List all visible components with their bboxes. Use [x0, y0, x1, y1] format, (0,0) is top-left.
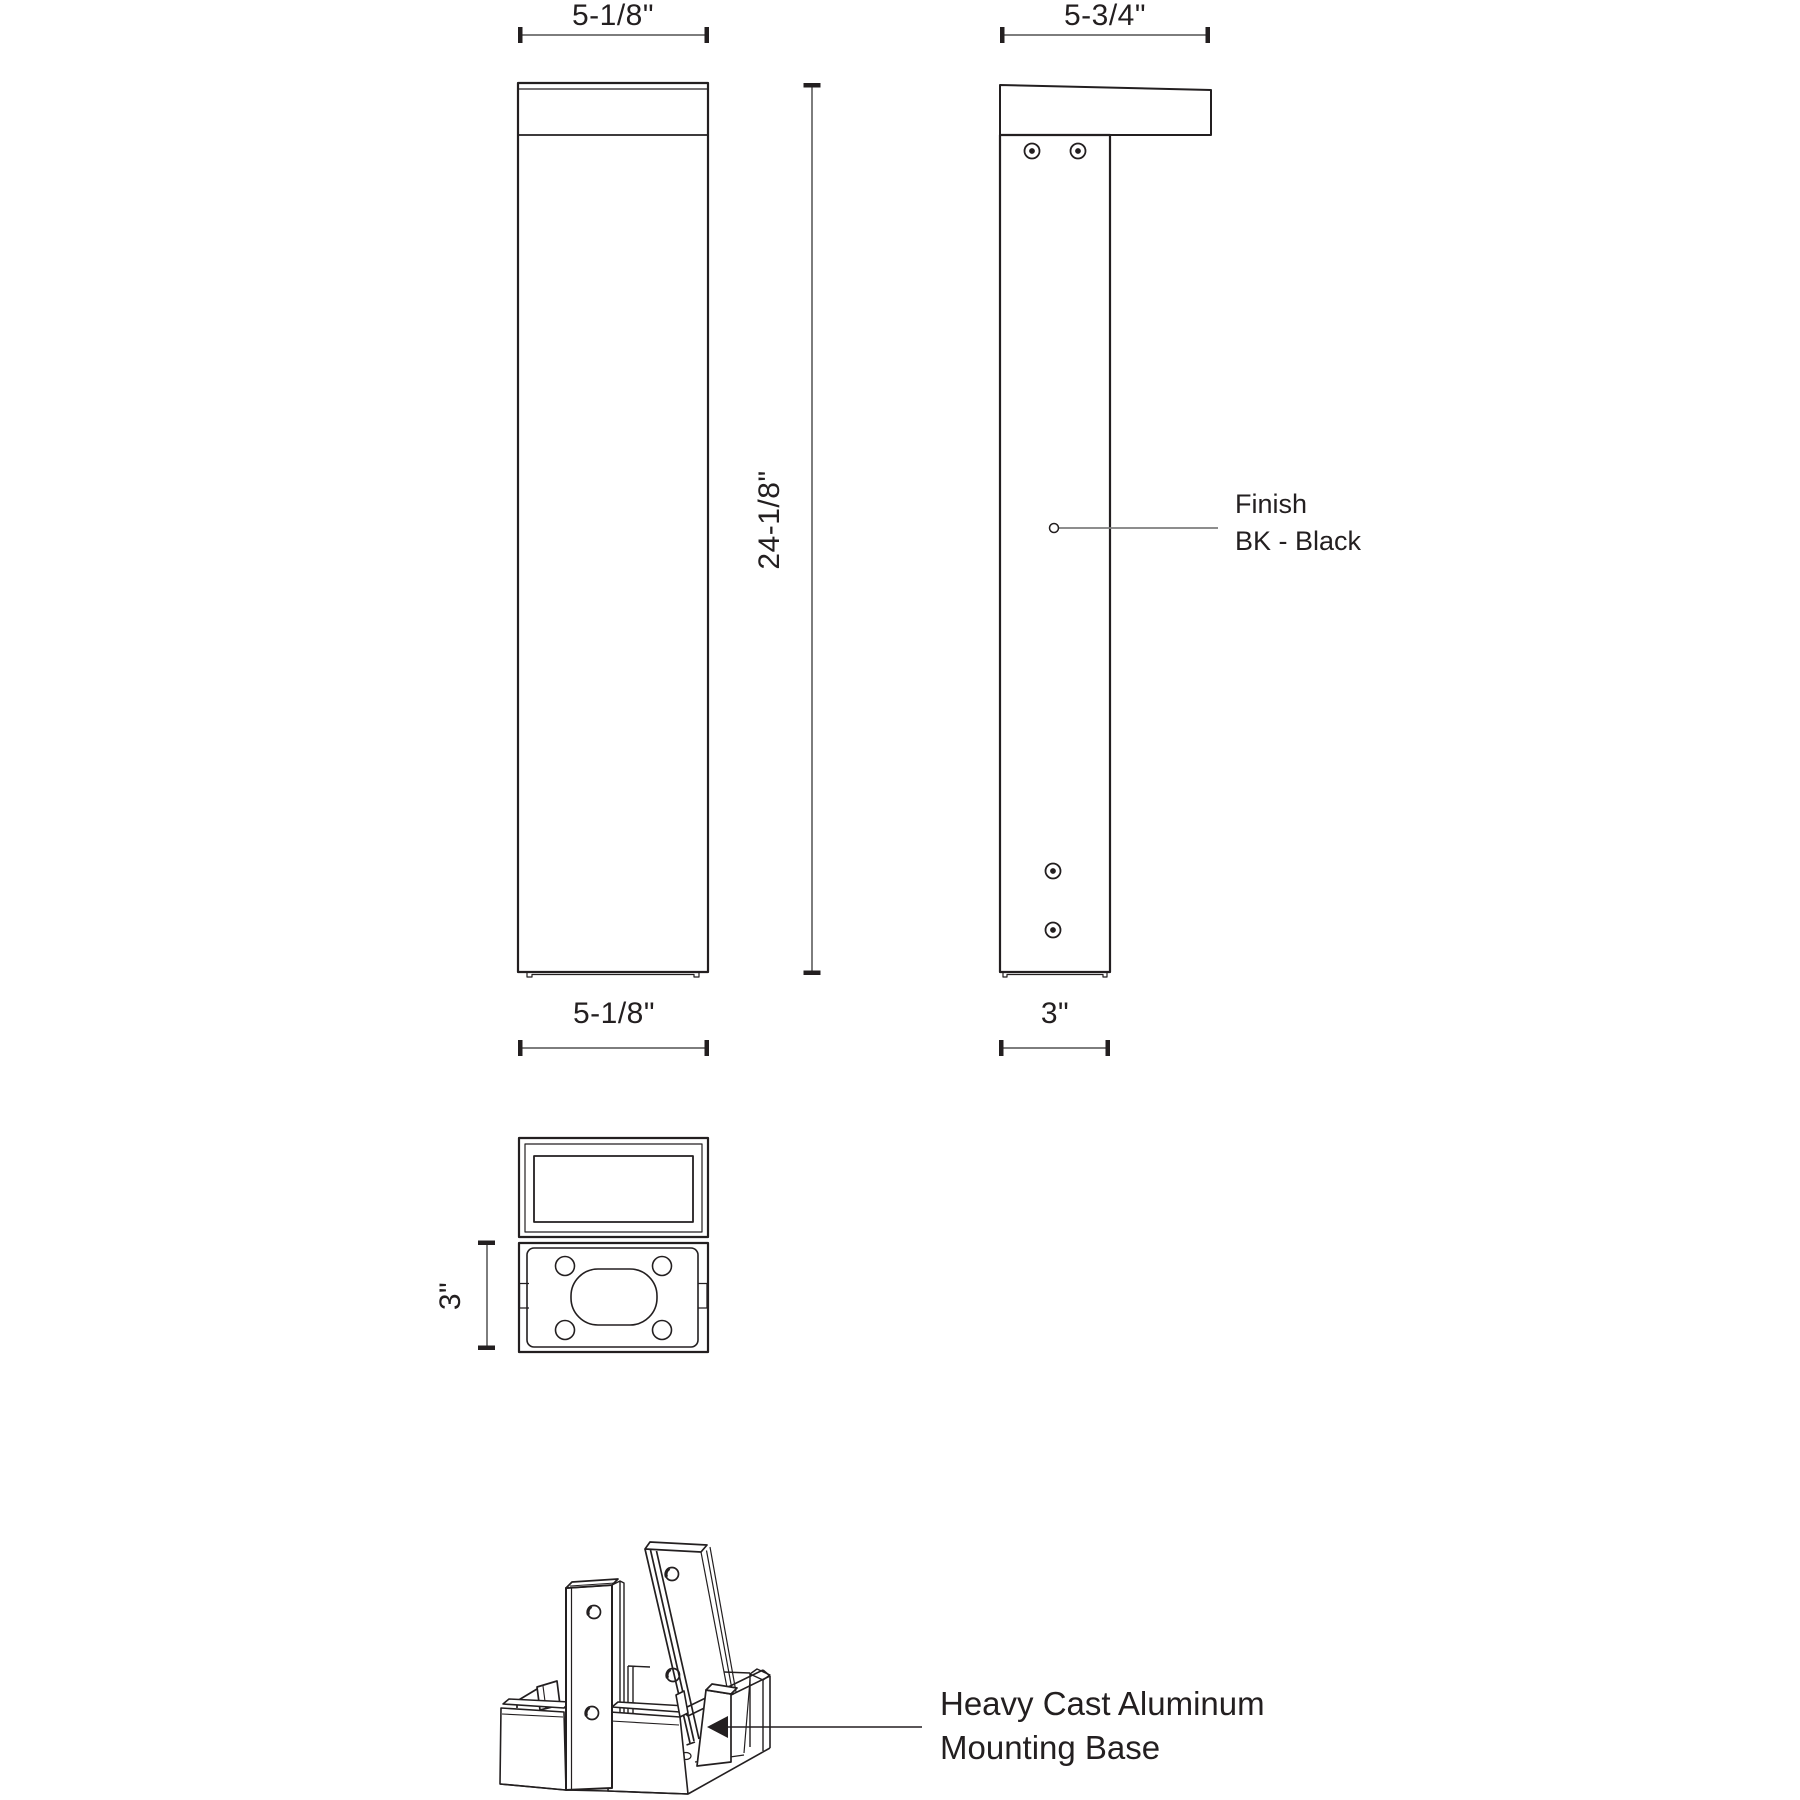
front-bottom-width-label: 5-1/8"	[572, 997, 656, 1030]
front-channel-bracket	[565, 1578, 619, 1791]
top-view-dimension	[478, 1240, 495, 1350]
lens-outline	[533, 1155, 694, 1223]
finish-note: Finish BK - Black	[1235, 486, 1361, 560]
mounting-base-callout: Heavy Cast Aluminum Mounting Base	[940, 1682, 1265, 1770]
height-label: 24-1/8"	[753, 470, 786, 570]
front-dimensions	[518, 27, 821, 1056]
top-view	[517, 1136, 710, 1354]
rear-channel-bracket	[644, 1541, 737, 1746]
top-view-depth-label: 3"	[434, 1281, 467, 1311]
mounting-base-view	[499, 1541, 922, 1795]
front-top-width-label: 5-1/8"	[571, 0, 655, 32]
finish-note-line1: Finish	[1235, 489, 1308, 519]
side-top-width-label: 5-3/4"	[1063, 0, 1147, 32]
side-view	[998, 84, 1212, 978]
front-view	[516, 81, 710, 978]
finish-note-line2: BK - Black	[1235, 526, 1362, 556]
mounting-base-callout-line2: Mounting Base	[940, 1729, 1161, 1766]
front-foot	[526, 972, 700, 978]
finish-leader	[1048, 522, 1218, 534]
side-dimensions	[999, 27, 1210, 1056]
side-foot	[1002, 972, 1108, 978]
mounting-hole-icon	[554, 1255, 673, 1341]
screw-icon	[1023, 142, 1087, 939]
mounting-base-callout-line1: Heavy Cast Aluminum	[940, 1685, 1265, 1722]
base-front-walls	[499, 1690, 689, 1795]
side-bottom-width-label: 3"	[1040, 997, 1070, 1030]
wire-slot	[570, 1268, 658, 1326]
callout-arrow-icon	[707, 1716, 922, 1738]
